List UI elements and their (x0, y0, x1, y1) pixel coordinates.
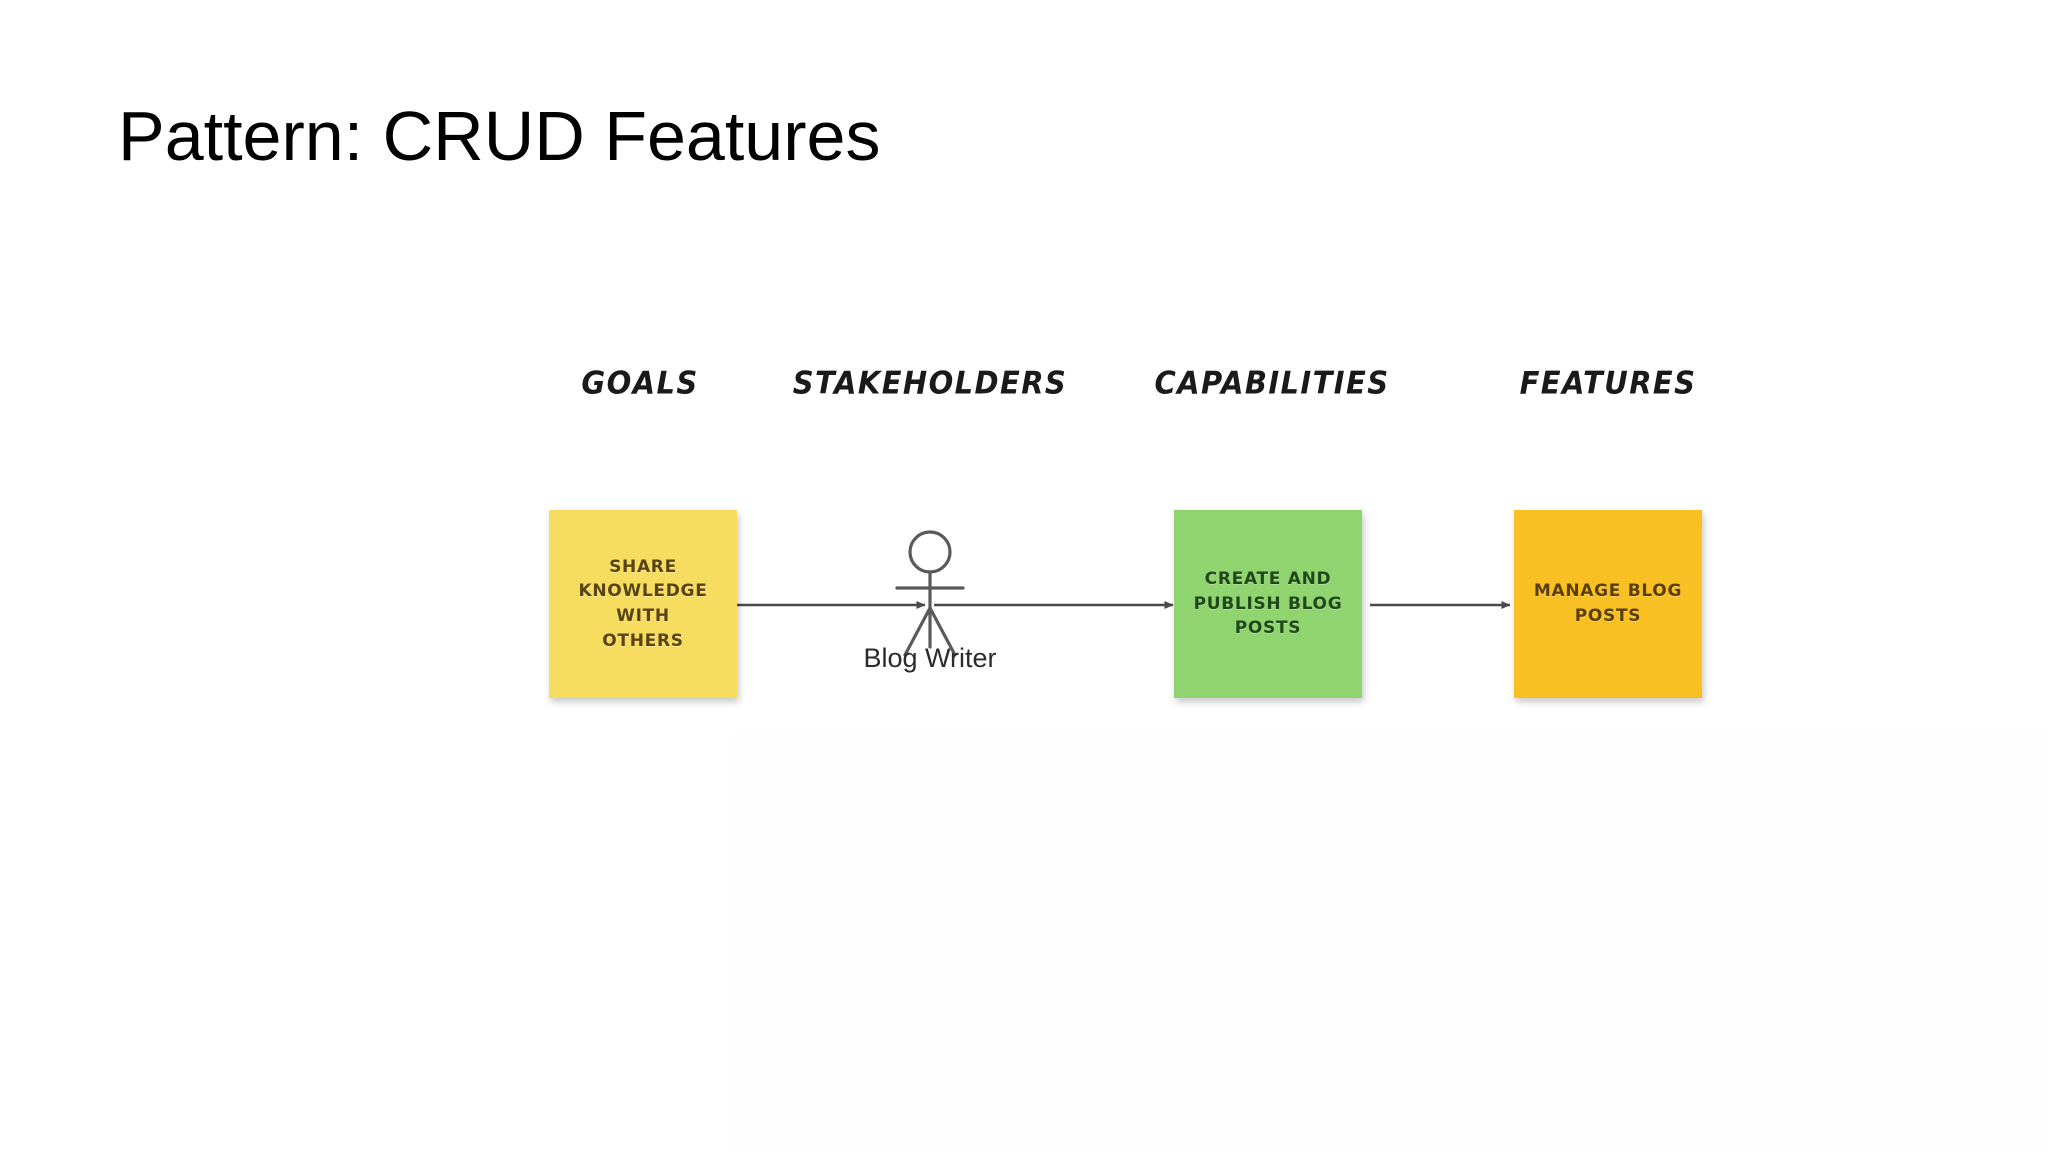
stick-figure-head (908, 530, 952, 574)
sticky-note-goal-text: SHARE KNOWLEDGE WITH OTHERS (578, 556, 708, 651)
column-header-features: FEATURES (1519, 364, 1697, 402)
sticky-note-feature[interactable]: MANAGE BLOG POSTS (1514, 510, 1702, 698)
sticky-note-feature-text: MANAGE BLOG POSTS (1533, 581, 1683, 626)
sticky-note-goal[interactable]: SHARE KNOWLEDGE WITH OTHERS (549, 510, 737, 698)
column-header-capabilities: CAPABILITIES (1154, 364, 1390, 402)
column-header-goals: GOALS (581, 364, 699, 402)
actor-label-blog-writer: Blog Writer (863, 643, 997, 673)
column-header-stakeholders: STAKEHOLDERS (792, 364, 1068, 402)
sticky-note-capability[interactable]: CREATE AND PUBLISH BLOG POSTS (1174, 510, 1362, 698)
stick-figure-icon (895, 530, 965, 657)
page-title: Pattern: CRUD Features (118, 97, 881, 175)
sticky-note-capability-text: CREATE AND PUBLISH BLOG POSTS (1193, 569, 1343, 639)
